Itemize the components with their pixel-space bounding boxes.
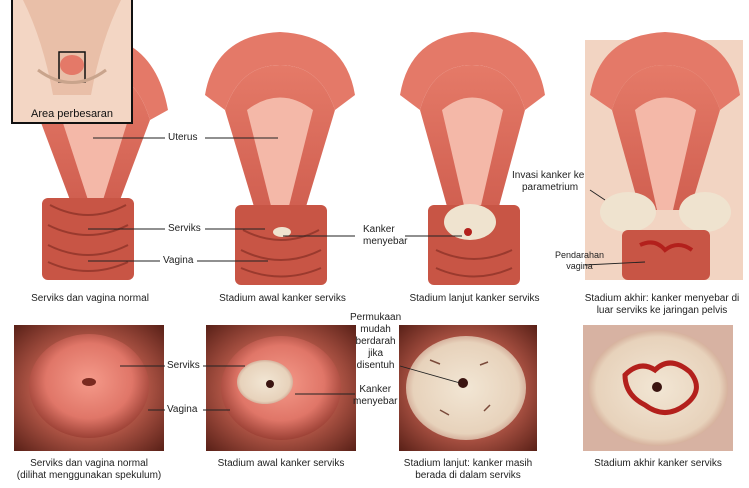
cervix-view-early bbox=[206, 325, 356, 451]
caption-line: Stadium akhir kanker serviks bbox=[594, 458, 722, 469]
inset-caption: Area perbesaran bbox=[31, 108, 113, 120]
caption-line: Stadium awal kanker serviks bbox=[219, 293, 346, 304]
cervix-view-advanced bbox=[399, 325, 537, 451]
label-serviks-bottom: Serviks bbox=[167, 360, 200, 371]
label-line: Permukaan bbox=[350, 312, 402, 323]
caption-top-2: Stadium awal kanker serviks bbox=[200, 293, 365, 305]
label-pendarahan-vagina: Pendarahan vagina bbox=[555, 250, 604, 272]
caption-line: Stadium lanjut kanker serviks bbox=[409, 293, 540, 304]
caption-line: Serviks dan vagina normal bbox=[30, 458, 148, 469]
label-line: Pendarahan bbox=[555, 250, 605, 260]
caption-line: Serviks dan vagina normal bbox=[31, 293, 149, 304]
caption-line: Stadium awal kanker serviks bbox=[217, 458, 345, 469]
caption-top-3: Stadium lanjut kanker serviks bbox=[392, 293, 557, 305]
inset-enlargement-area: Area perbesaran bbox=[11, 0, 133, 124]
caption-bottom-4: Stadium akhir kanker serviks bbox=[575, 458, 741, 470]
caption-line: luar serviks ke jaringan pelvis bbox=[596, 305, 728, 316]
caption-line: Stadium lanjut: kanker masih bbox=[403, 458, 533, 469]
caption-top-4: Stadium akhir: kanker menyebar di luar s… bbox=[575, 293, 749, 317]
caption-line: berada di dalam serviks bbox=[415, 470, 521, 481]
label-line: mudah bbox=[360, 324, 391, 335]
label-vagina-top: Vagina bbox=[163, 255, 194, 266]
leader-lines bbox=[88, 137, 646, 411]
cervix-view-normal bbox=[14, 325, 164, 451]
uterus-final-stage bbox=[585, 32, 743, 280]
label-line: vagina bbox=[566, 261, 593, 271]
cervix-view-final bbox=[583, 325, 733, 451]
uterus-advanced-stage bbox=[400, 32, 545, 285]
label-line: berdarah bbox=[355, 336, 396, 347]
label-line: menyebar bbox=[353, 396, 398, 407]
caption-line: Stadium akhir: kanker menyebar di bbox=[584, 293, 740, 304]
label-permukaan: Permukaan mudah berdarah jika disentuh bbox=[350, 312, 401, 372]
label-line: parametrium bbox=[522, 182, 579, 193]
label-line: jika bbox=[368, 348, 384, 359]
label-serviks-top: Serviks bbox=[168, 223, 201, 234]
caption-bottom-1: Serviks dan vagina normal (dilihat mengg… bbox=[4, 458, 174, 482]
label-line: Kanker bbox=[359, 384, 392, 395]
body-outline-illustration bbox=[13, 0, 131, 122]
label-kanker-menyebar-top: Kanker menyebar bbox=[363, 224, 407, 248]
label-line: disentuh bbox=[356, 360, 395, 371]
caption-top-1: Serviks dan vagina normal bbox=[10, 293, 170, 305]
caption-bottom-2: Stadium awal kanker serviks bbox=[198, 458, 364, 470]
caption-line: (dilihat menggunakan spekulum) bbox=[16, 470, 162, 481]
label-line: menyebar bbox=[363, 236, 408, 247]
label-line: Invasi kanker ke bbox=[512, 170, 585, 181]
label-kanker-menyebar-bottom: Kanker menyebar bbox=[353, 384, 397, 408]
caption-bottom-3: Stadium lanjut: kanker masih berada di d… bbox=[388, 458, 548, 482]
label-line: Kanker bbox=[363, 224, 395, 235]
label-vagina-bottom: Vagina bbox=[167, 404, 198, 415]
uterus-early-stage bbox=[205, 32, 355, 285]
label-invasi-parametrium: Invasi kanker ke parametrium bbox=[512, 170, 584, 194]
label-uterus: Uterus bbox=[168, 132, 198, 143]
